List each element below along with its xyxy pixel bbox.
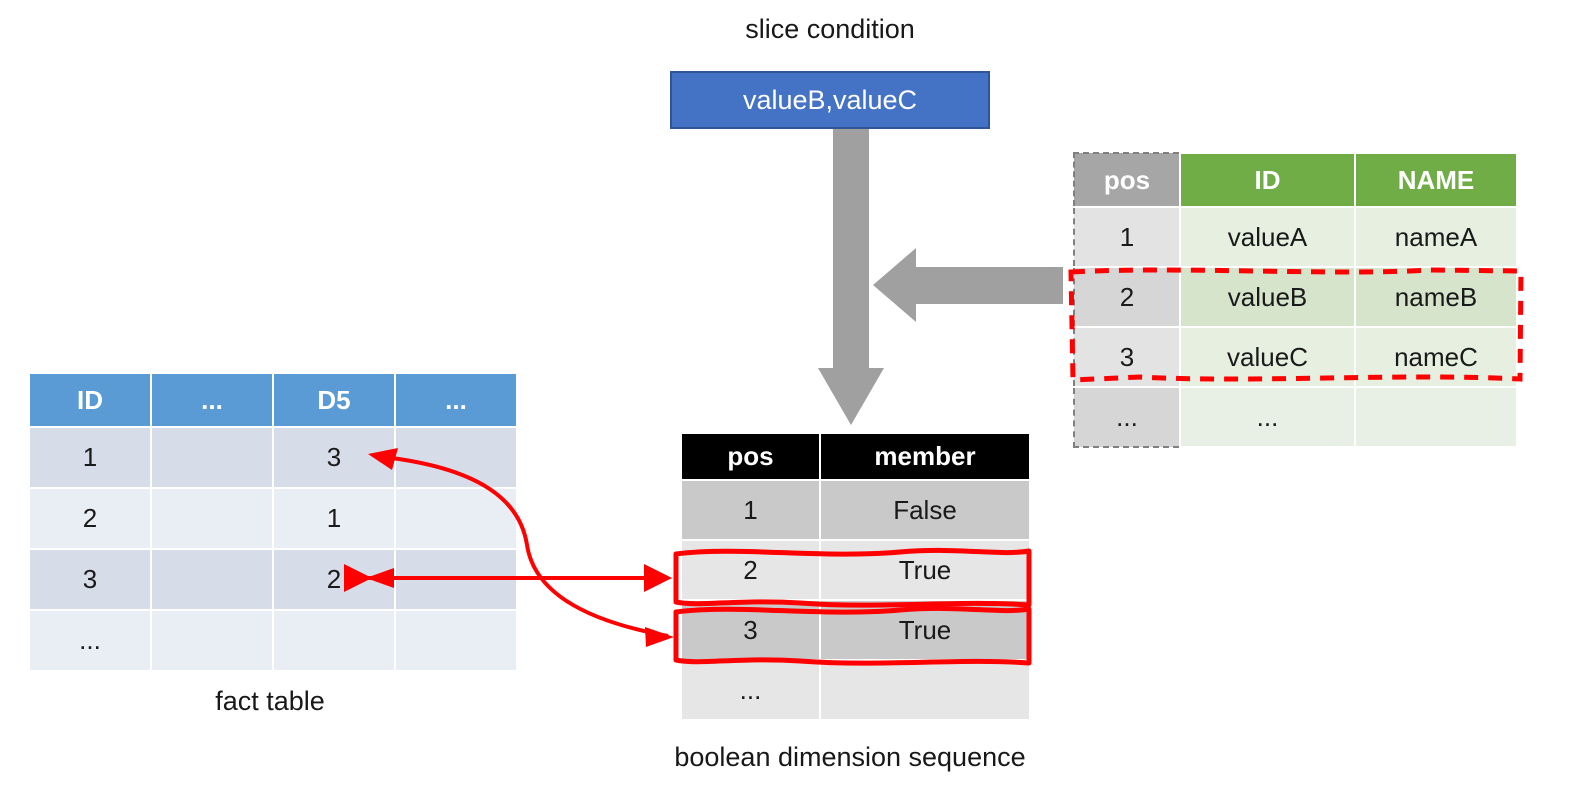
fact-cell-id: 1 (28, 426, 152, 489)
table-row: 1 False (680, 479, 1031, 541)
bool-cell-member: True (819, 539, 1031, 601)
fact-col-ellipsis-1: ... (150, 372, 274, 428)
red-arrowhead-right (644, 568, 672, 588)
bool-cell-pos: 2 (680, 539, 821, 601)
bool-cell-pos: 3 (680, 599, 821, 661)
dim-col-name: NAME (1354, 152, 1518, 208)
table-row: 2 1 (28, 487, 518, 550)
fact-cell-c4 (394, 609, 518, 672)
fact-cell-c2 (150, 487, 274, 550)
fact-cell-id: ... (28, 609, 152, 672)
table-row-highlighted: 3 valueC nameC (1073, 326, 1518, 388)
slice-condition-box[interactable]: valueB,valueC (670, 71, 990, 129)
fact-cell-id: 3 (28, 548, 152, 611)
table-row: 1 3 (28, 426, 518, 489)
bool-cell-member: True (819, 599, 1031, 661)
dim-cell-pos: ... (1073, 386, 1181, 448)
gray-arrow-down-icon (818, 129, 884, 425)
dim-cell-pos: 3 (1073, 326, 1181, 388)
dim-cell-pos: 1 (1073, 206, 1181, 268)
fact-table: ID ... D5 ... 1 3 2 1 3 2 ... (28, 372, 518, 672)
fact-cell-id: 2 (28, 487, 152, 550)
dim-cell-name: nameA (1354, 206, 1518, 268)
slice-condition-value: valueB,valueC (742, 84, 918, 115)
dim-cell-name: nameB (1354, 266, 1518, 328)
boolean-dimension-sequence-caption: boolean dimension sequence (674, 742, 1026, 772)
red-arrowhead-curved-end (645, 627, 674, 647)
table-row: ... (28, 609, 518, 672)
dim-cell-name (1354, 386, 1518, 448)
gray-arrow-left-icon (873, 248, 1063, 322)
fact-col-d5: D5 (272, 372, 396, 428)
fact-cell-c4 (394, 548, 518, 611)
fact-cell-c2 (150, 548, 274, 611)
fact-cell-d5: 2 (272, 548, 396, 611)
fact-table-header-row: ID ... D5 ... (28, 372, 518, 428)
bool-cell-pos: 1 (680, 479, 821, 541)
dim-cell-id: valueC (1179, 326, 1356, 388)
fact-cell-c4 (394, 487, 518, 550)
dim-cell-name: nameC (1354, 326, 1518, 388)
dim-cell-id: ... (1179, 386, 1356, 448)
bool-col-pos: pos (680, 432, 821, 481)
fact-cell-d5: 1 (272, 487, 396, 550)
fact-table-caption: fact table (215, 686, 325, 716)
table-row-highlighted: 2 True (680, 539, 1031, 601)
table-row: 1 valueA nameA (1073, 206, 1518, 268)
table-row-highlighted: 3 True (680, 599, 1031, 661)
bool-cell-member: False (819, 479, 1031, 541)
fact-cell-c2 (150, 609, 274, 672)
fact-cell-d5: 3 (272, 426, 396, 489)
fact-col-ellipsis-2: ... (394, 372, 518, 428)
table-row: ... (680, 659, 1031, 721)
bool-cell-pos: ... (680, 659, 821, 721)
dimension-table: pos ID NAME 1 valueA nameA 2 valueB name… (1073, 152, 1518, 448)
fact-col-id: ID (28, 372, 152, 428)
fact-cell-c4 (394, 426, 518, 489)
bool-cell-member (819, 659, 1031, 721)
fact-cell-c2 (150, 426, 274, 489)
dim-col-id: ID (1179, 152, 1356, 208)
boolean-dimension-sequence-table: pos member 1 False 2 True 3 True ... (680, 432, 1031, 721)
dim-cell-id: valueB (1179, 266, 1356, 328)
fact-cell-d5 (272, 609, 396, 672)
table-row-highlighted: 2 valueB nameB (1073, 266, 1518, 328)
dim-cell-pos: 2 (1073, 266, 1181, 328)
table-row: ... ... (1073, 386, 1518, 448)
dim-col-pos: pos (1073, 152, 1181, 208)
table-row: 3 2 (28, 548, 518, 611)
bool-table-header-row: pos member (680, 432, 1031, 481)
dim-table-header-row: pos ID NAME (1073, 152, 1518, 208)
slice-condition-caption: slice condition (745, 14, 915, 44)
bool-col-member: member (819, 432, 1031, 481)
dim-cell-id: valueA (1179, 206, 1356, 268)
